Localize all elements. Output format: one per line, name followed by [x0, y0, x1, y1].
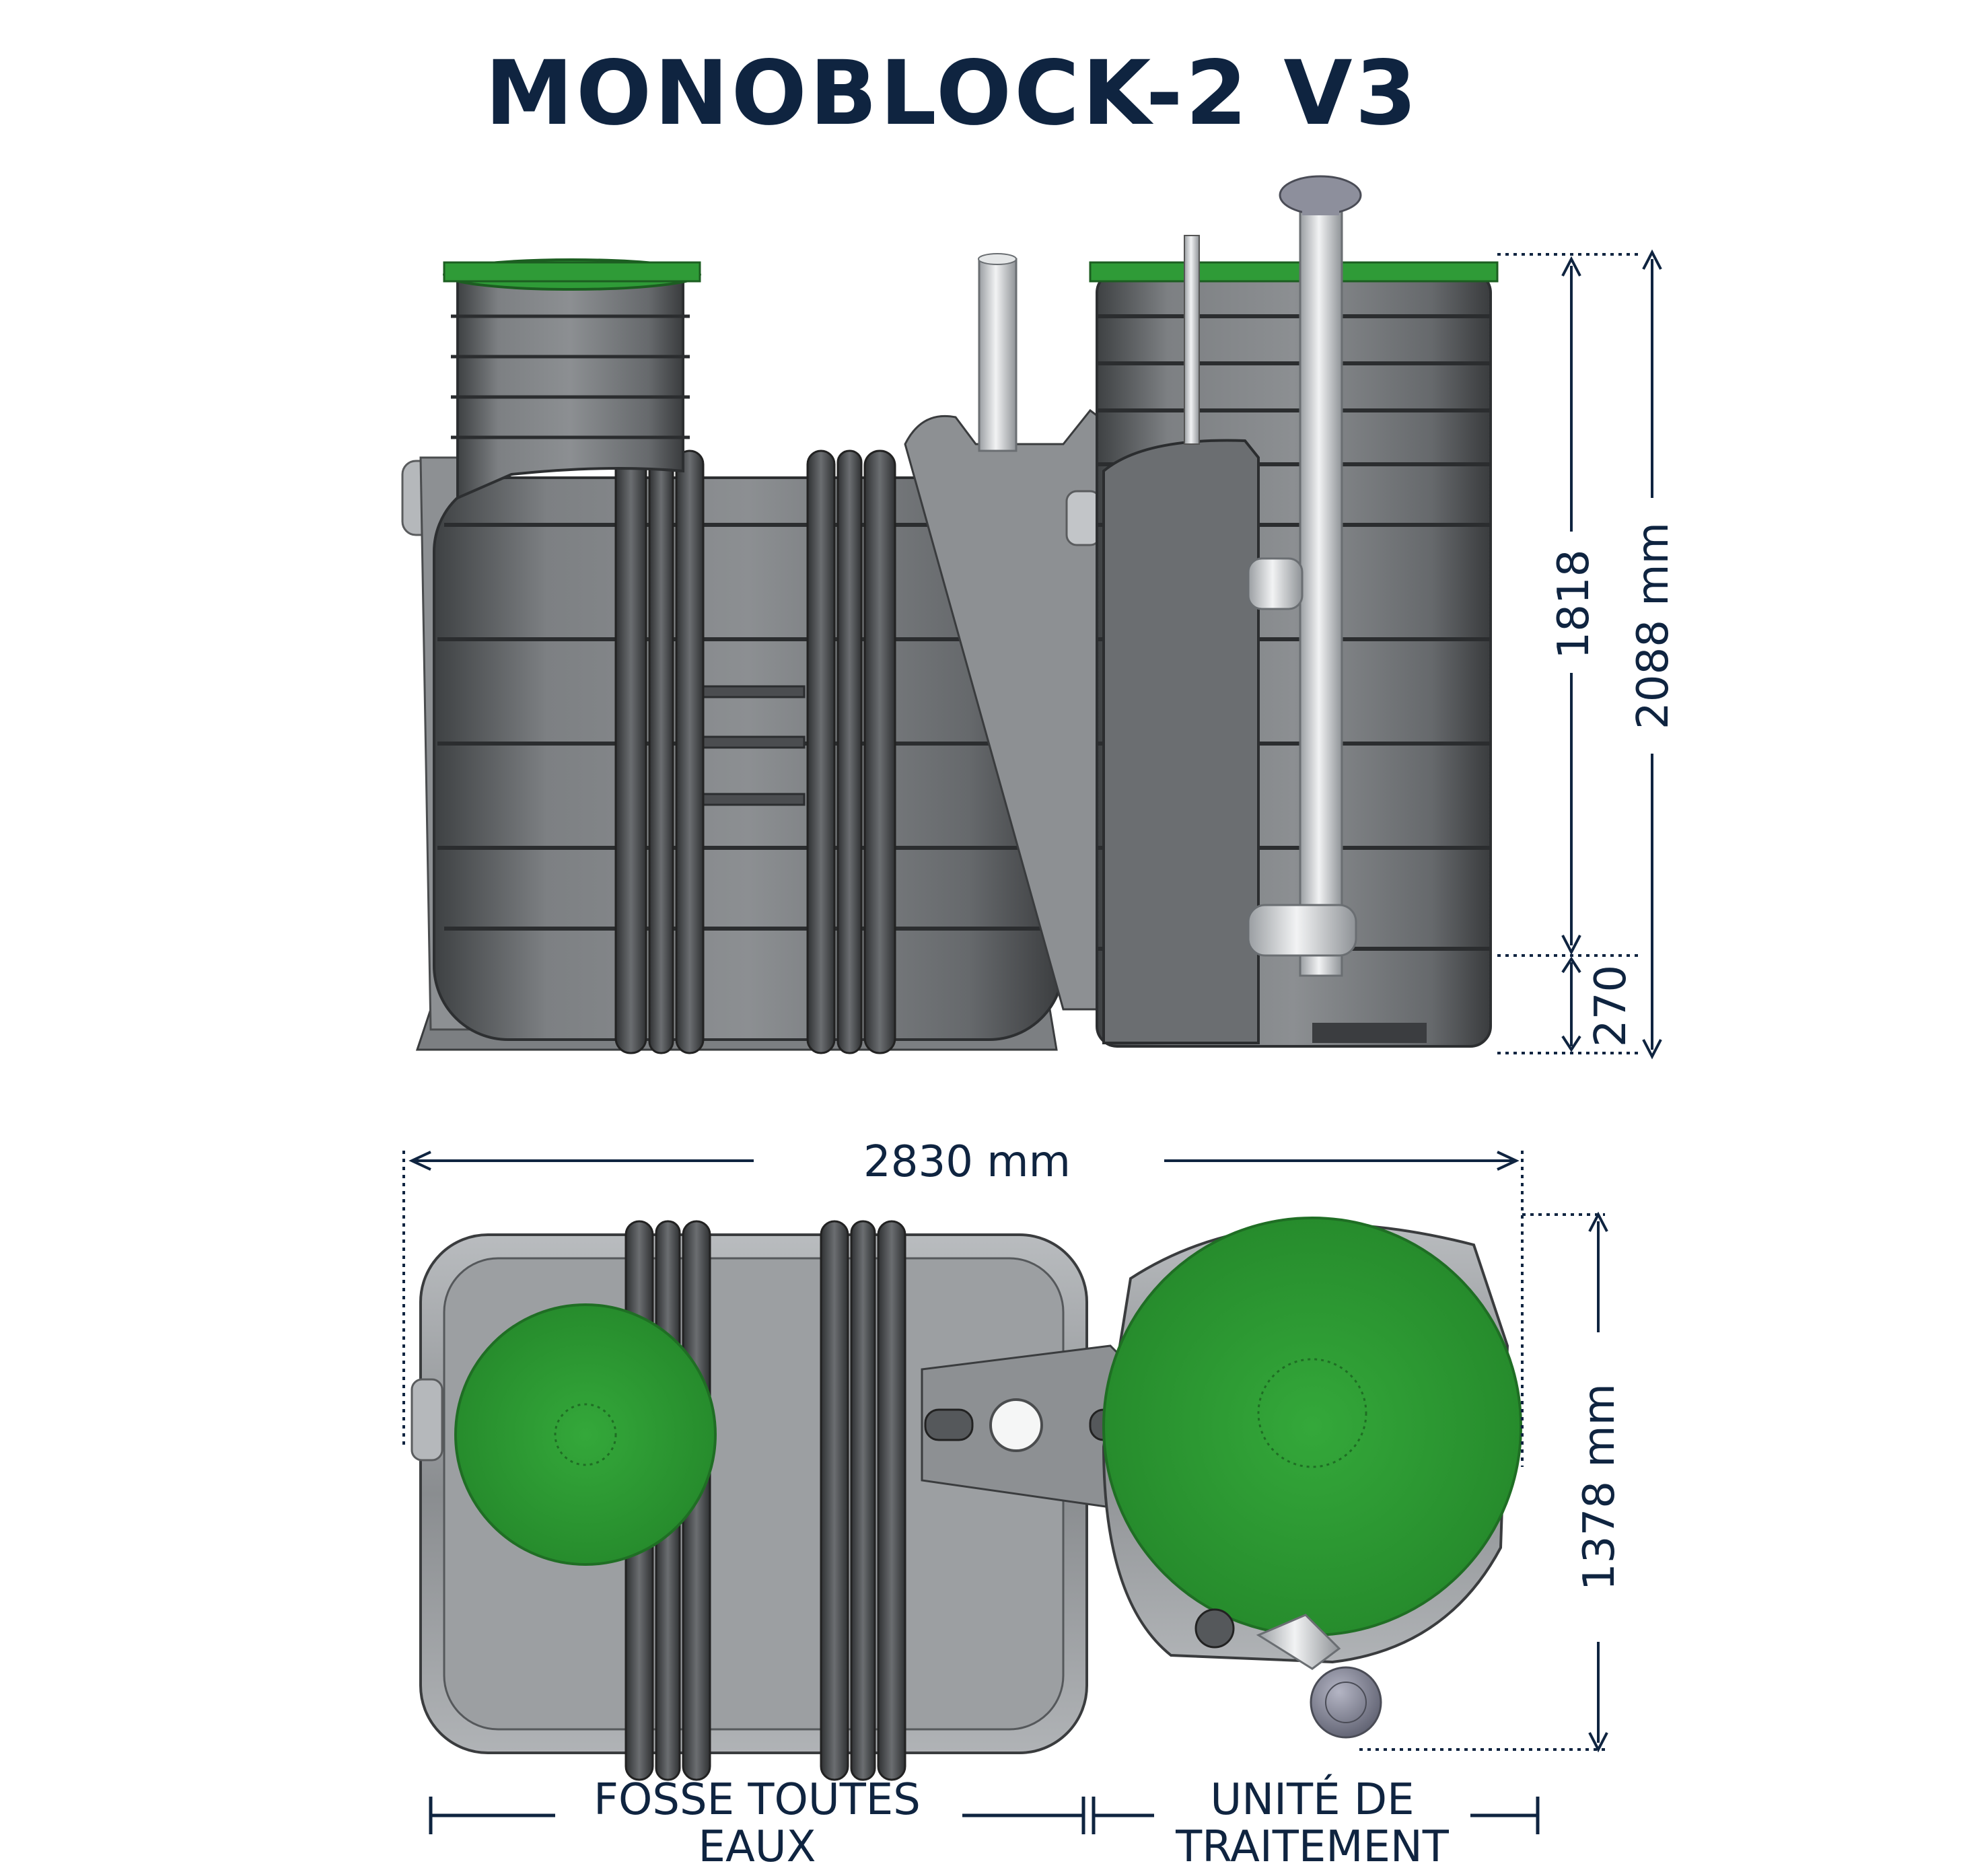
treatment-unit-label-line1: UNITÉ DE [1210, 1775, 1415, 1825]
right-lid-side [1089, 261, 1499, 283]
page-title: MONOBLOCK-2 V3 [485, 42, 1420, 145]
left-lid-top [454, 1303, 717, 1566]
left-riser [456, 278, 684, 501]
vent-stack [1299, 207, 1343, 977]
vent-opening [989, 1398, 1043, 1452]
dim-1818: 1818 [1549, 550, 1599, 659]
top-view [411, 1217, 1522, 1781]
septic-tank-label: FOSSE TOUTES EAUX [579, 1776, 935, 1871]
treatment-unit-label-line2: TRAITEMENT [1176, 1822, 1449, 1872]
top-dimensions [402, 1151, 1608, 1753]
septic-tank-label-line1: FOSSE TOUTES [594, 1775, 921, 1825]
dim-2088: 2088 mm [1629, 522, 1678, 729]
dim-2830: 2830 mm [863, 1137, 1071, 1187]
reinforcement-bands [614, 449, 896, 1054]
outlet-cap [1310, 1666, 1382, 1739]
side-view [401, 175, 1499, 1054]
treatment-unit-label: UNITÉ DE TRAITEMENT [1157, 1776, 1467, 1871]
side-dimensions [1497, 249, 1662, 1060]
dim-270: 270 [1586, 965, 1636, 1047]
sensor-tube [1184, 235, 1200, 445]
right-lid-top [1102, 1217, 1522, 1636]
vent-pipe [978, 258, 1018, 452]
septic-tank-label-line2: EAUX [698, 1822, 816, 1872]
section-markers [429, 1797, 1540, 1834]
dim-1378: 1378 mm [1575, 1383, 1625, 1591]
